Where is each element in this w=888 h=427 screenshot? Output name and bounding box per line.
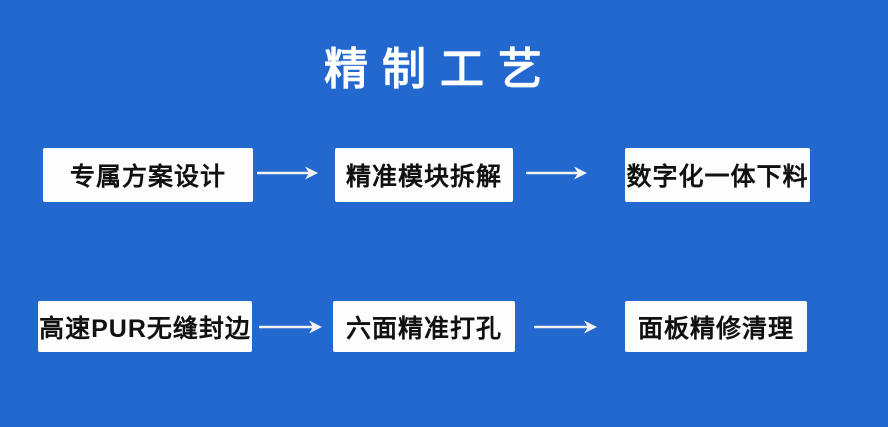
flow-step-label: 专属方案设计 [69,163,226,191]
flow-step-six-side-drilling: 六面精准打孔 [333,301,515,352]
flow-step-panel-finishing: 面板精修清理 [625,301,807,352]
flow-step-digital-cutting: 数字化一体下料 [625,148,810,202]
flow-step-module-disassembly: 精准模块拆解 [335,148,513,202]
right-arrow-icon [257,166,318,180]
right-arrow-icon [534,320,597,334]
flow-step-label: 数字化一体下料 [626,163,809,191]
flow-step-plan-design: 专属方案设计 [43,148,253,202]
page-title: 精制工艺 [324,45,556,94]
flow-step-label: 精准模块拆解 [345,163,502,191]
flow-step-label: 面板精修清理 [637,314,794,343]
right-arrow-icon [259,320,322,334]
flow-step-pur-edge-banding: 高速PUR无缝封边 [38,301,252,352]
flow-step-label: 高速PUR无缝封边 [39,314,251,343]
flow-step-label: 六面精准打孔 [345,314,502,343]
right-arrow-icon [526,166,587,180]
